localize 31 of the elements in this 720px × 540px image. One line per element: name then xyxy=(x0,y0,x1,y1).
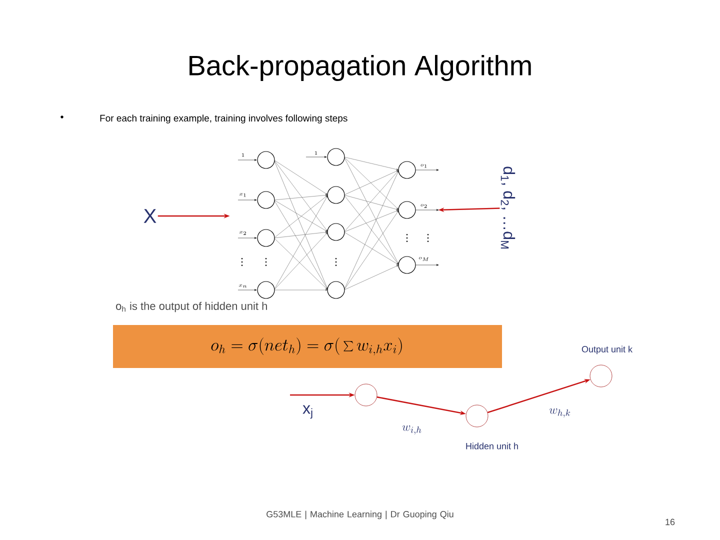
node-caption: Hidden unit h xyxy=(466,442,518,450)
formula-box: $o_h = \sigma(net_h) = \sigma\Big(\sum w_{i,h} x_i\Big)$ xyxy=(113,325,502,368)
node-text: X xyxy=(144,209,156,223)
neuron-label: $x_1$ xyxy=(238,192,248,198)
node-text: d$_{1}$, d$_{2}$, …d$_{M}$ xyxy=(500,166,516,248)
ellipsis-dots: ⋮ xyxy=(236,257,248,267)
ellipsis-dots: ⋮ xyxy=(330,257,342,267)
ellipsis-dots: ⋮ xyxy=(402,233,412,243)
neuron-label: $1$ xyxy=(314,150,318,156)
neuron-circle xyxy=(466,404,488,428)
page-number: 16 xyxy=(666,518,675,526)
bullet-text: For each training example, training involves following steps xyxy=(100,114,348,124)
neuron-label: $o_1$ xyxy=(420,164,428,168)
node-caption: Output unit k xyxy=(582,346,633,354)
note-text: o$_{h}$ is the output of hidden unit h xyxy=(116,302,267,312)
neuron-label: $o_2$ xyxy=(420,204,428,208)
bullet: • xyxy=(60,116,64,118)
neuron-label: $1$ xyxy=(240,152,246,158)
neural-network-drawing xyxy=(238,148,439,299)
footer-text: G53MLE | Machine Learning | Dr Guoping Qiu xyxy=(266,510,454,520)
title: Back-propagation Algorithm xyxy=(190,54,531,82)
neuron-label: $x_n$ xyxy=(238,284,248,288)
ellipsis-dots: ⋮ xyxy=(260,257,272,267)
ellipsis-dots: ⋮ xyxy=(422,233,434,243)
input-label: x$_{j}$ xyxy=(302,405,312,419)
neuron-circle xyxy=(590,364,612,388)
edge-label: $w_{h,k}$ xyxy=(548,407,572,418)
edge-label: $w_{i, h}$ xyxy=(401,424,423,436)
neuron-circle xyxy=(354,384,378,406)
neuron-label: $x_2$ xyxy=(238,230,248,236)
neuron-label: $o_M$ xyxy=(418,256,430,262)
